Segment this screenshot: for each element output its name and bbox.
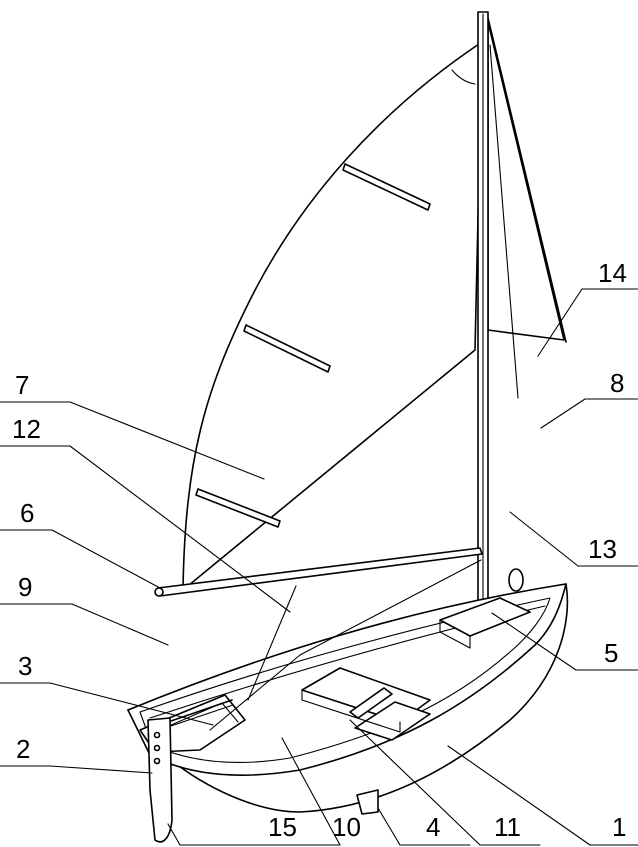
callout-7: 7 [15,370,29,400]
centerboard-trunk [349,687,393,719]
callout-13: 13 [588,534,617,564]
callout-labels: 14 8 7 12 6 9 3 2 13 5 15 10 4 11 1 [12,258,627,842]
sail-head [451,69,476,85]
battens [195,163,431,528]
mast-step-box [439,597,531,637]
jib-leech [489,44,519,399]
callout-8: 8 [610,368,624,398]
mainsail [182,41,483,591]
jib-sail [487,21,565,341]
callout-11: 11 [494,812,521,842]
callout-3: 3 [18,651,32,681]
callout-4: 4 [426,812,440,842]
leader-lines [0,288,638,846]
callout-5: 5 [604,638,618,668]
callout-14: 14 [598,258,627,288]
callout-6: 6 [20,498,34,528]
callout-10: 10 [332,812,361,842]
rudder [147,717,173,843]
tiller [167,699,233,723]
callout-15: 15 [268,812,297,842]
cockpit-rim [139,597,551,763]
callout-12: 12 [12,414,41,444]
callout-9: 9 [18,572,32,602]
callout-1: 1 [612,812,626,842]
forestay [487,17,567,343]
bow-fitting [508,568,524,592]
shroud [299,559,482,656]
callout-2: 2 [16,734,30,764]
thwart-seat [301,667,431,741]
centerboard [356,789,379,815]
mainsheet [247,585,297,701]
